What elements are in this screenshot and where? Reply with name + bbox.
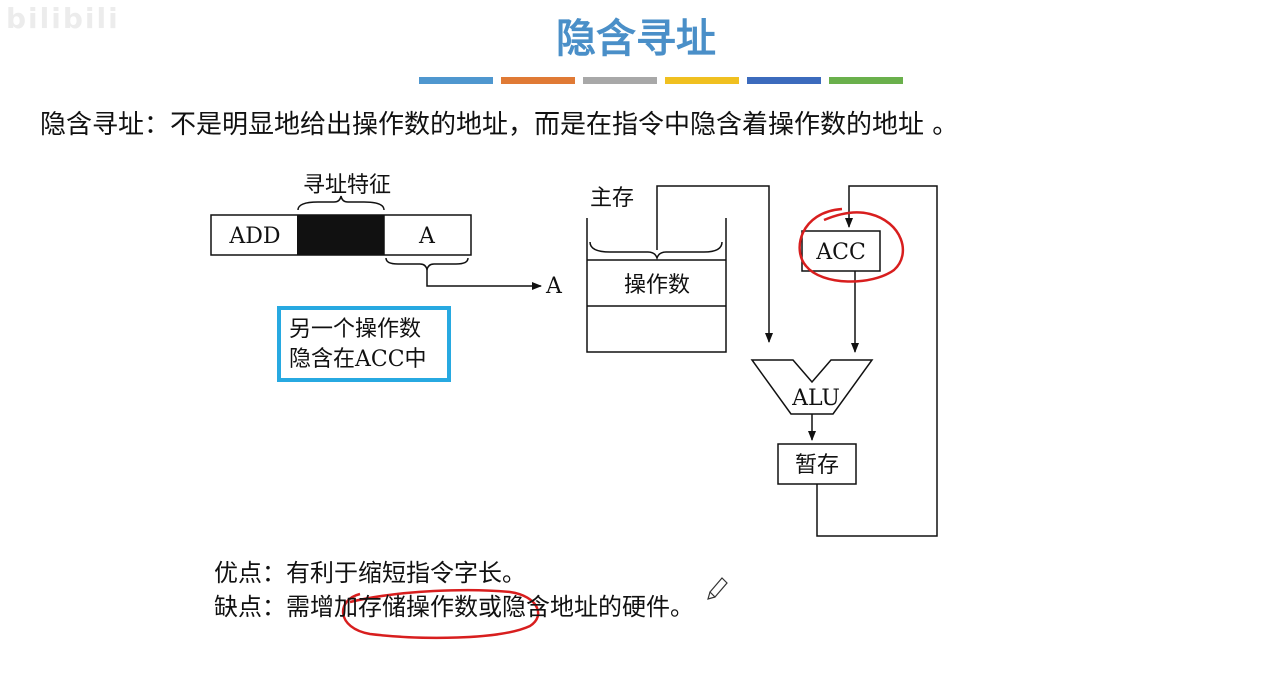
divider-segment xyxy=(501,77,575,84)
acc-circle-annotation xyxy=(798,207,905,283)
acc-note-box: 另一个操作数 隐含在ACC中 xyxy=(277,306,451,382)
bilibili-watermark-logo: bilibili xyxy=(6,2,120,35)
opcode-field: ADD xyxy=(228,224,280,249)
note-line-1: 另一个操作数 xyxy=(289,317,422,342)
definition-text: 隐含寻址：不是明显地给出操作数的地址，而是在指令中隐含着操作数的地址 。 xyxy=(40,110,959,140)
main-memory-box xyxy=(586,218,727,353)
operand-cell: 操作数 xyxy=(624,273,690,298)
memory-brace xyxy=(589,241,723,261)
divider-segment xyxy=(419,77,493,84)
hardware-circle-annotation xyxy=(342,588,540,640)
addressing-feature-label: 寻址特征 xyxy=(303,173,391,198)
divider-segment xyxy=(747,77,821,84)
memory-to-alu-arrow xyxy=(656,185,773,343)
arrow-target-label: A xyxy=(545,274,563,299)
feature-brace xyxy=(297,195,385,211)
main-memory-label: 主存 xyxy=(590,186,634,211)
addressing-feature-field xyxy=(297,215,384,255)
disadvantage-text: 缺点：需增加存储操作数或隐含地址的硬件。 xyxy=(214,593,694,621)
address-brace xyxy=(385,257,469,271)
page-title: 隐含寻址 xyxy=(556,16,716,62)
title-divider xyxy=(419,77,911,84)
address-arrow xyxy=(426,270,542,290)
temp-label: 暂存 xyxy=(795,453,839,478)
pen-cursor-icon xyxy=(707,577,728,600)
temp-register xyxy=(777,443,857,485)
divider-segment xyxy=(583,77,657,84)
divider-segment xyxy=(829,77,903,84)
temp-to-acc-feedback-arrow xyxy=(816,185,938,537)
acc-register xyxy=(801,230,881,272)
advantage-text: 优点：有利于缩短指令字长。 xyxy=(214,559,526,587)
acc-label: ACC xyxy=(815,240,866,265)
alu-unit xyxy=(750,359,874,415)
divider-segment xyxy=(665,77,739,84)
alu-label: ALU xyxy=(791,386,840,411)
address-field: A xyxy=(418,224,436,249)
pros-cons-section: 优点：有利于缩短指令字长。 缺点：需增加存储操作数或隐含地址的硬件。 xyxy=(214,556,694,624)
note-line-2: 隐含在ACC中 xyxy=(289,347,427,372)
